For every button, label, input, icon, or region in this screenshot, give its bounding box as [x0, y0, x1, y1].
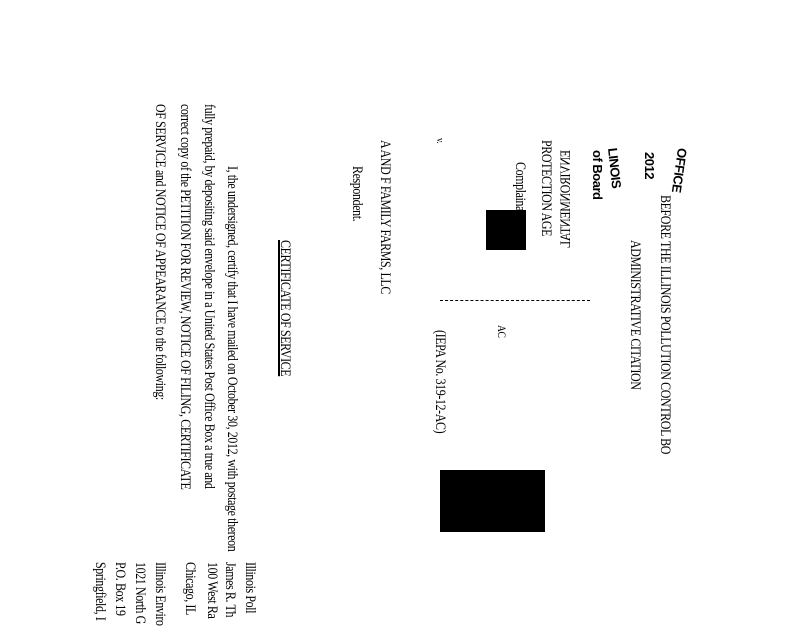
- certificate-line: correct copy of the PETITION FOR REVIEW,…: [177, 104, 193, 490]
- redaction-block: [440, 470, 545, 532]
- caption-divider: [440, 300, 590, 302]
- office-stamp-text: OFFICE: [668, 147, 690, 194]
- court-heading: BEFORE THE ILLINOIS POLLUTION CONTROL BO: [657, 195, 673, 454]
- complainant-name-line1: ENVIRONMENTAL: [558, 150, 574, 248]
- stamp-mark: [486, 210, 526, 250]
- address-line: 1021 North G: [132, 562, 148, 624]
- certificate-line: I, the undersigned, certify that I have …: [224, 166, 240, 552]
- certificate-line: OF SERVICE and NOTICE OF APPEARANCE to t…: [152, 104, 168, 400]
- respondent-name: A AND F FAMILY FARMS, LLC: [377, 140, 393, 294]
- versus: v.: [434, 138, 446, 144]
- document-type: ADMINISTRATIVE CITATION: [627, 240, 643, 390]
- address-line: P.O. Box 19: [112, 562, 128, 616]
- stamp-board: of Board: [590, 150, 605, 200]
- respondent-role: Respondent.: [349, 166, 365, 222]
- stamp-year: 2012: [642, 152, 657, 179]
- complainant-name-line2: PROTECTION AGE: [538, 140, 554, 237]
- certificate-line: fully prepaid, by depositing said envelo…: [201, 104, 217, 489]
- certificate-title: CERTIFICATE OF SERVICE: [277, 240, 293, 377]
- stamp-state: LINOIS: [605, 147, 625, 189]
- ac-mark: AC: [495, 325, 509, 338]
- case-number: (IEPA No. 319-12-AC): [432, 330, 448, 434]
- address-line: Illinois Poll: [242, 562, 258, 614]
- address-line: Illinois Enviro: [152, 562, 168, 626]
- address-line: James R. Th: [222, 562, 238, 618]
- address-line: 100 West Ra: [204, 562, 220, 619]
- address-line: Chicago, IL: [182, 562, 198, 615]
- address-line: Springfield, I: [92, 562, 108, 621]
